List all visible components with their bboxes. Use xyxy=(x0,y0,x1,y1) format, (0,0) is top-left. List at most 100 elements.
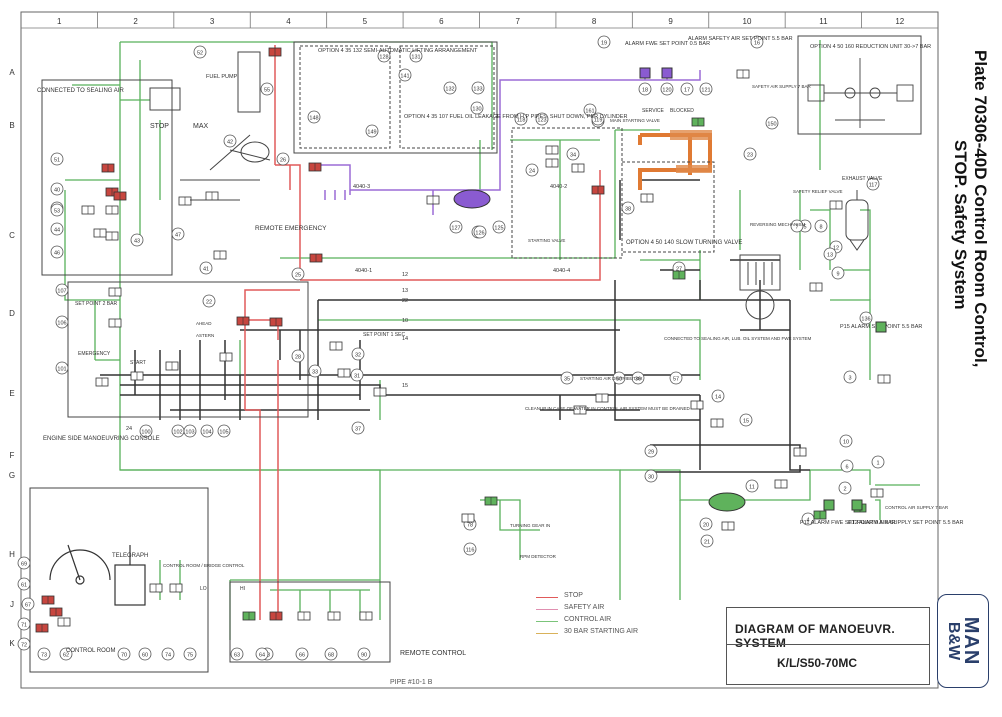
component-number: 105 xyxy=(219,429,228,435)
reduction-unit-sketch xyxy=(807,58,914,128)
component-number: 1 xyxy=(876,460,879,466)
annotation-option-107: OPTION 4 35 107 FUEL OIL LEAKAGE FROM H … xyxy=(404,114,627,120)
component-126: 126 xyxy=(473,225,487,239)
component-number: 104 xyxy=(202,429,211,435)
component-29: 29 xyxy=(644,444,658,458)
component-90: 90 xyxy=(357,647,371,661)
valve-symbol xyxy=(105,231,119,241)
legend-swatch xyxy=(536,633,558,634)
row-label: H xyxy=(9,550,15,559)
component-132: 132 xyxy=(443,81,457,95)
component-62: 62 xyxy=(59,647,73,661)
component-number: 51 xyxy=(54,157,60,163)
pipe-number-label: 13 xyxy=(402,288,408,294)
legend-swatch xyxy=(536,621,558,622)
component-136: 136 xyxy=(859,311,873,325)
component-number: 11 xyxy=(749,484,755,490)
component-number: 78 xyxy=(467,522,473,528)
component-number: 28 xyxy=(295,354,301,360)
component-number: 5 xyxy=(803,224,806,230)
governor-sketch xyxy=(149,51,271,201)
reversing-mechanism-sketch xyxy=(739,254,781,320)
component-number: 60 xyxy=(142,652,148,658)
valve-symbol xyxy=(308,162,322,172)
column-label: 4 xyxy=(286,17,291,26)
annotation-exhaust-valve: EXHAUST VALVE xyxy=(842,176,883,182)
column-label: 10 xyxy=(743,17,752,26)
annotation-rpm-detector: RPM DETECTOR xyxy=(520,554,557,559)
annotation-control-air-supply: CONTROL AIR SUPPLY 7 BAR xyxy=(885,505,949,510)
component-number: 123 xyxy=(537,117,546,123)
legend-item: SAFETY AIR xyxy=(536,604,696,616)
valve-symbol xyxy=(329,341,343,351)
component-number: 29 xyxy=(648,449,654,455)
pipe-number-label: 22 xyxy=(402,298,408,304)
valve-symbol xyxy=(877,374,891,384)
valve-symbol xyxy=(774,479,788,489)
engine-model: K/L/S50-70MC xyxy=(777,656,858,670)
component-20: 20 xyxy=(699,517,713,531)
component-number: 67 xyxy=(25,602,31,608)
component-number: 70 xyxy=(121,652,127,658)
annotation-connected-lub: CONNECTED TO SEALING AIR, LUB. OIL SYSTE… xyxy=(664,336,811,341)
component-150: 150 xyxy=(765,116,779,130)
annotation-control-room: CONTROL ROOM xyxy=(66,648,115,654)
component-number: 6 xyxy=(845,464,848,470)
pipe-number-label: 10 xyxy=(402,318,408,324)
component-number: 127 xyxy=(451,225,460,231)
component-number: 72 xyxy=(21,642,27,648)
row-label: J xyxy=(10,600,14,609)
component-number: 63 xyxy=(234,652,240,658)
component-number: 30 xyxy=(648,474,654,480)
alarm-fwe-indicator xyxy=(639,67,651,79)
exhaust-valve-sketch xyxy=(845,190,869,251)
component-number: 106 xyxy=(57,320,66,326)
component-number: 43 xyxy=(134,238,140,244)
row-label: F xyxy=(10,451,15,460)
valve-symbol xyxy=(461,513,475,523)
annotation-p12: P12 ALARM AIR SUPPLY SET POINT 5.5 BAR xyxy=(848,520,963,526)
column-label: 9 xyxy=(668,17,673,26)
row-label: G xyxy=(9,471,15,480)
annotation-emergency: EMERGENCY xyxy=(78,351,111,357)
component-73: 73 xyxy=(37,647,51,661)
component-number: 38 xyxy=(625,206,631,212)
annotation-lo: LO xyxy=(200,586,207,592)
annotation-starting-valve: STARTING VALVE xyxy=(528,238,565,243)
component-number: 133 xyxy=(473,86,482,92)
component-number: 19 xyxy=(601,40,607,46)
component-26: 26 xyxy=(276,152,290,166)
component-number: 117 xyxy=(869,182,878,188)
component-46: 46 xyxy=(50,245,64,259)
component-number: 74 xyxy=(165,652,171,658)
annotation-set-point-2bar: SET POINT 2 BAR xyxy=(75,301,117,307)
component-number: 46 xyxy=(54,250,60,256)
valve-symbol xyxy=(178,196,192,206)
component-number: 2 xyxy=(843,486,846,492)
valve-symbol xyxy=(242,611,256,621)
component-60: 60 xyxy=(138,647,152,661)
component-number: 71 xyxy=(21,622,27,628)
component-67: 67 xyxy=(21,597,35,611)
title-divider xyxy=(727,644,929,645)
component-number: 34 xyxy=(570,152,576,158)
component-17: 17 xyxy=(680,82,694,96)
component-161: 161 xyxy=(583,103,597,117)
valve-symbol xyxy=(573,405,587,415)
component-127: 127 xyxy=(449,220,463,234)
component-number: 15 xyxy=(743,418,749,424)
component-3: 3 xyxy=(843,370,857,384)
annotation-p11: P11 ALARM FWE SET POINT 0.5 BAR xyxy=(800,520,896,526)
column-label: 1 xyxy=(57,17,62,26)
component-number: 57 xyxy=(673,376,679,382)
component-14: 14 xyxy=(711,389,725,403)
component-number: 73 xyxy=(41,652,47,658)
component-number: 40 xyxy=(54,187,60,193)
component-number: 21 xyxy=(704,539,710,545)
valve-symbol xyxy=(309,253,323,263)
annotation-safety-relief: SAFETY RELIEF VALVE xyxy=(793,189,843,194)
component-75: 75 xyxy=(183,647,197,661)
component-66: 66 xyxy=(295,647,309,661)
valve-symbol xyxy=(236,316,250,326)
